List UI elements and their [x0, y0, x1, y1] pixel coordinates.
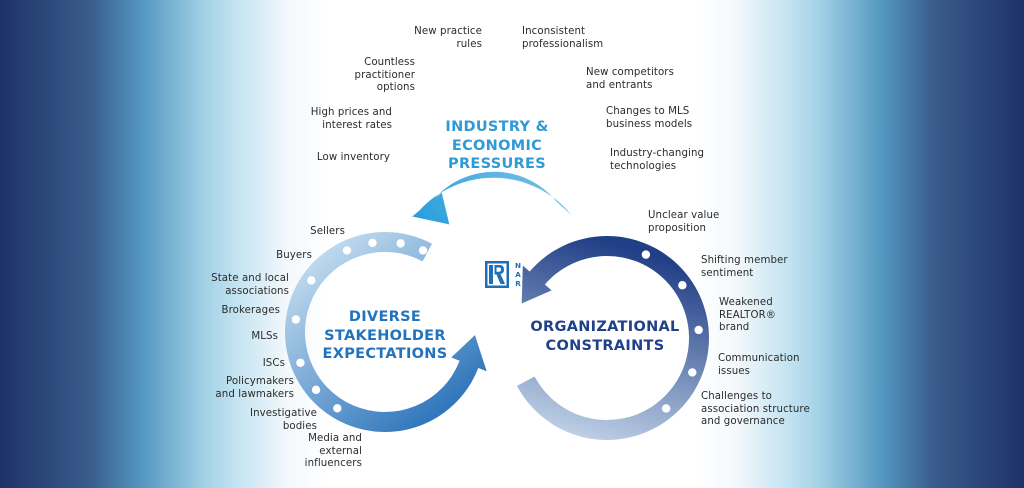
industry-item-countless-practitioner-options: Countless practitioner options: [354, 57, 415, 93]
industry-dot: [553, 76, 562, 86]
stakeholder-item-media: Media and external influencers: [304, 433, 362, 469]
stakeholder-title: DIVERSE STAKEHOLDER EXPECTATIONS: [322, 309, 448, 362]
stakeholder-item-brokerages: Brokerages: [221, 305, 280, 316]
stakeholder-item-investigative-bodies: Investigative bodies: [249, 408, 317, 432]
industry-item-mls-business-models: Changes to MLS business models: [606, 106, 693, 130]
stakeholder-dot: [296, 358, 305, 367]
org-item-communication-issues: Communication issues: [718, 353, 800, 377]
industry-item-new-competitors: New competitors and entrants: [586, 67, 674, 91]
industry-dot: [576, 110, 585, 119]
stakeholder-dot: [291, 315, 301, 324]
stakeholder-item-state-local-associations: State and local associations: [211, 273, 289, 297]
industry-dot: [402, 146, 412, 156]
org-item-unclear-value-proposition: Unclear value proposition: [648, 210, 720, 234]
industry-dot: [475, 55, 485, 64]
industry-ring-arrow: [412, 171, 572, 225]
industry-item-high-prices: High prices and interest rates: [310, 107, 392, 131]
stakeholder-dot: [368, 238, 377, 248]
org-title: ORGANIZATIONAL CONSTRAINTS: [530, 319, 680, 354]
org-item-shifting-member-sentiment: Shifting member sentiment: [701, 255, 788, 279]
industry-item-industry-changing-tech: Industry-changing technologies: [610, 148, 705, 172]
org-dot: [641, 250, 651, 259]
org-item-association-structure: Challenges to association structure and …: [701, 391, 810, 427]
stakeholder-item-buyers: Buyers: [276, 250, 312, 261]
industry-dot: [411, 105, 420, 115]
stakeholder-dot: [333, 404, 342, 413]
industry-dot: [437, 72, 446, 82]
org-dot: [694, 325, 703, 335]
org-dot: [661, 404, 671, 413]
stakeholder-dot: [418, 246, 428, 255]
realtor-r-logo-icon: [485, 261, 509, 288]
ring-dots: [291, 55, 703, 413]
stakeholder-dot: [342, 246, 352, 255]
industry-dot: [582, 146, 592, 156]
org-dot: [678, 281, 687, 290]
industry-item-new-practice-rules: New practice rules: [414, 26, 482, 50]
industry-title: INDUSTRY & ECONOMIC PRESSURES: [445, 119, 549, 172]
stakeholder-item-sellers: Sellers: [310, 226, 345, 237]
industry-dot: [514, 56, 523, 65]
stakeholder-dot: [311, 385, 321, 395]
industry-item-inconsistent-professionalism: Inconsistent professionalism: [522, 26, 604, 50]
stakeholder-dot: [396, 239, 405, 248]
org-item-weakened-realtor-brand: Weakened REALTOR® brand: [719, 297, 777, 333]
industry-item-low-inventory: Low inventory: [316, 152, 390, 163]
org-dot: [688, 368, 697, 377]
stakeholder-item-iscs: ISCs: [262, 358, 285, 369]
stakeholder-item-policymakers: Policymakers and lawmakers: [215, 376, 294, 400]
stakeholder-dot: [307, 276, 316, 285]
stakeholder-item-mlss: MLSs: [251, 331, 278, 342]
nar-logo-text: NAR: [514, 261, 521, 289]
